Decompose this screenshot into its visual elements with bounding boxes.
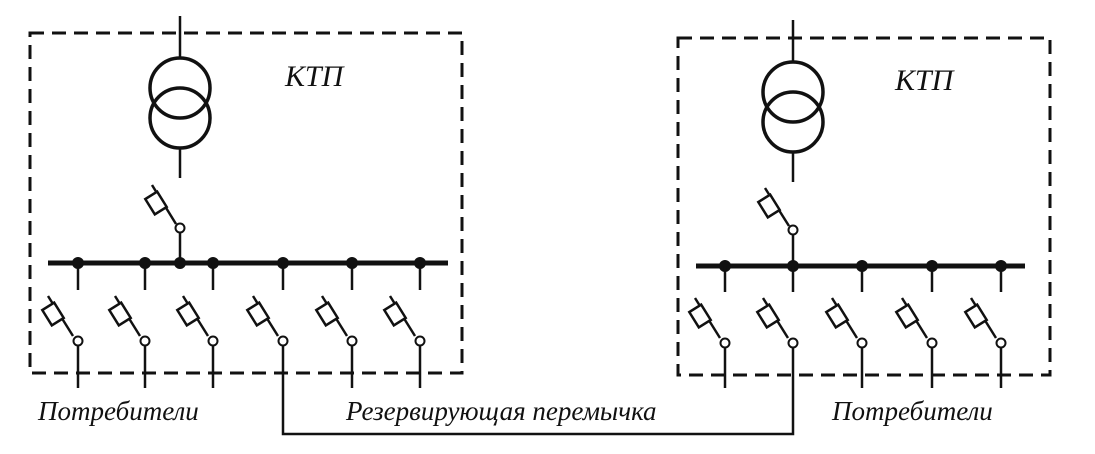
feeder-right-5	[963, 266, 1007, 388]
substation-left-label: КТП	[284, 60, 346, 93]
consumers-right-label: Потребители	[831, 396, 993, 426]
feeder-left-3	[175, 263, 219, 388]
substation-right-frame	[676, 36, 1052, 377]
feeder-left-5	[314, 263, 358, 388]
reserve-link-label: Резервирующая перемычка	[345, 396, 657, 426]
transformer-right	[761, 20, 825, 182]
feeder-right-3	[824, 266, 868, 388]
substation-left-frame	[28, 31, 464, 375]
feeder-right-1	[687, 266, 731, 388]
feeder-left-2	[107, 263, 151, 388]
transformer-right-primary-winding	[761, 60, 825, 124]
substation-right-label: КТП	[894, 64, 956, 97]
substation-right: КТП	[676, 20, 1052, 426]
feeder-right-4	[894, 266, 938, 388]
transformer-left	[148, 16, 212, 178]
feeder-left-4	[245, 263, 289, 388]
main-breaker-right	[756, 187, 799, 264]
transformer-left-primary-winding	[148, 56, 212, 120]
feeder-left-6	[382, 263, 426, 388]
main-breaker-left	[143, 184, 186, 262]
feeder-right-2	[755, 266, 799, 388]
substation-left: КТП	[28, 16, 464, 426]
consumers-left-label: Потребители	[37, 396, 199, 426]
feeder-left-1	[40, 263, 84, 388]
reserve-link-line	[281, 388, 795, 436]
